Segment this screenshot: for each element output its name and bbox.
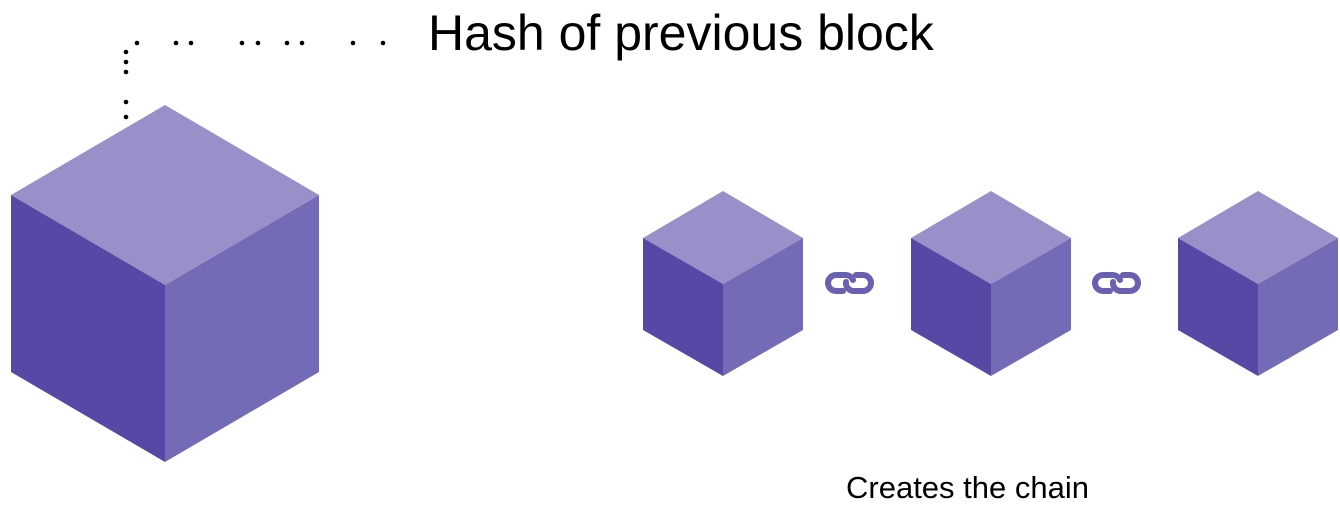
- cube-left-face: [911, 238, 991, 376]
- chain-link-icon: [1092, 272, 1141, 294]
- large-block-cube-icon: [11, 105, 319, 462]
- chain-link-icon: [825, 272, 874, 294]
- cube-right-face: [991, 238, 1071, 376]
- cube-right-face: [1258, 238, 1338, 376]
- cube-right-face: [723, 238, 803, 376]
- cube-top-face: [643, 191, 803, 284]
- cube-top-face: [911, 191, 1071, 284]
- chain-block-2-cube-icon: [911, 191, 1071, 376]
- chain-block-3-cube-icon: [1178, 191, 1338, 376]
- cube-top-face: [1178, 191, 1338, 284]
- cube-left-face: [1178, 238, 1258, 376]
- chain-block-1-cube-icon: [643, 191, 803, 376]
- hash-of-previous-block-label: Hash of previous block: [428, 5, 934, 61]
- creates-the-chain-caption: Creates the chain: [846, 470, 1089, 505]
- cube-left-face: [11, 195, 165, 462]
- cube-left-face: [643, 238, 723, 376]
- cube-right-face: [165, 195, 319, 462]
